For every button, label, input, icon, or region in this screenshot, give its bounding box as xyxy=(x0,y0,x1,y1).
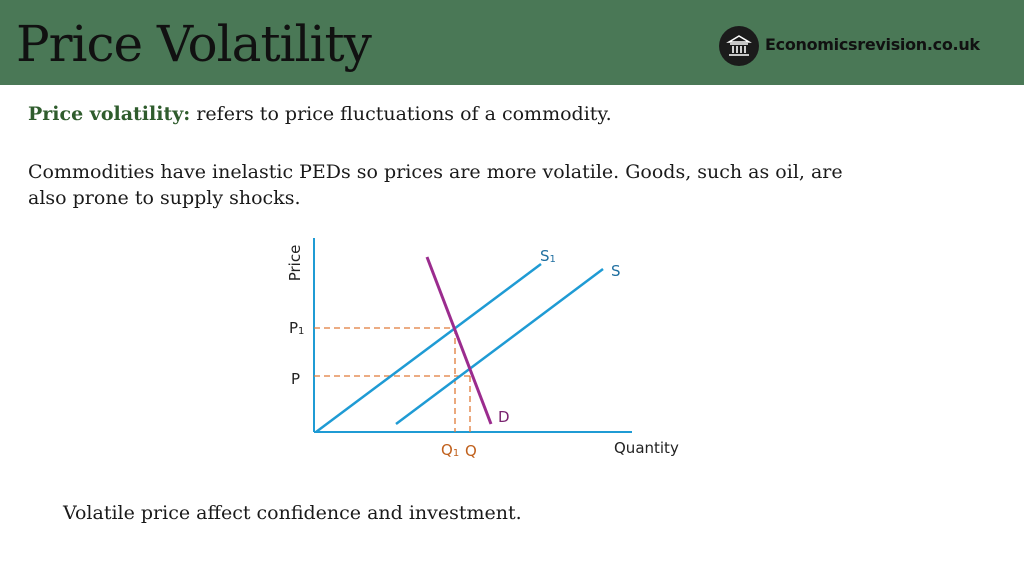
conclusion: Volatile price affect confidence and inv… xyxy=(63,502,522,524)
quantity-label-q1: Q1 xyxy=(441,441,459,459)
definition-text: refers to price fluctuations of a commod… xyxy=(190,103,612,125)
y-axis-label: Price xyxy=(286,245,304,282)
price-label-p1: P1 xyxy=(289,319,304,337)
definition: Price volatility: refers to price fluctu… xyxy=(28,101,612,127)
supply-curve-s xyxy=(395,267,604,426)
curve-label-s1: S1 xyxy=(540,247,556,265)
quantity-label-q: Q xyxy=(465,442,477,460)
curve-label-s: S xyxy=(611,262,621,280)
brand-name: Economicsrevision.co.uk xyxy=(765,35,980,54)
page-title: Price Volatility xyxy=(16,15,372,73)
header-bar: Price Volatility Economicsrevision.co.uk xyxy=(0,0,1024,85)
definition-term: Price volatility: xyxy=(28,103,191,125)
supply-curve-s1 xyxy=(315,262,542,434)
demand-curve xyxy=(425,256,493,425)
explanation: Commodities have inelastic PEDs so price… xyxy=(28,159,843,211)
curve-label-d: D xyxy=(498,408,510,426)
explanation-line-2: also prone to supply shocks. xyxy=(28,187,301,209)
x-axis-label: Quantity xyxy=(614,439,679,457)
explanation-line-1: Commodities have inelastic PEDs so price… xyxy=(28,161,843,183)
price-label-p: P xyxy=(291,370,300,388)
greek-temple-icon xyxy=(719,26,759,66)
